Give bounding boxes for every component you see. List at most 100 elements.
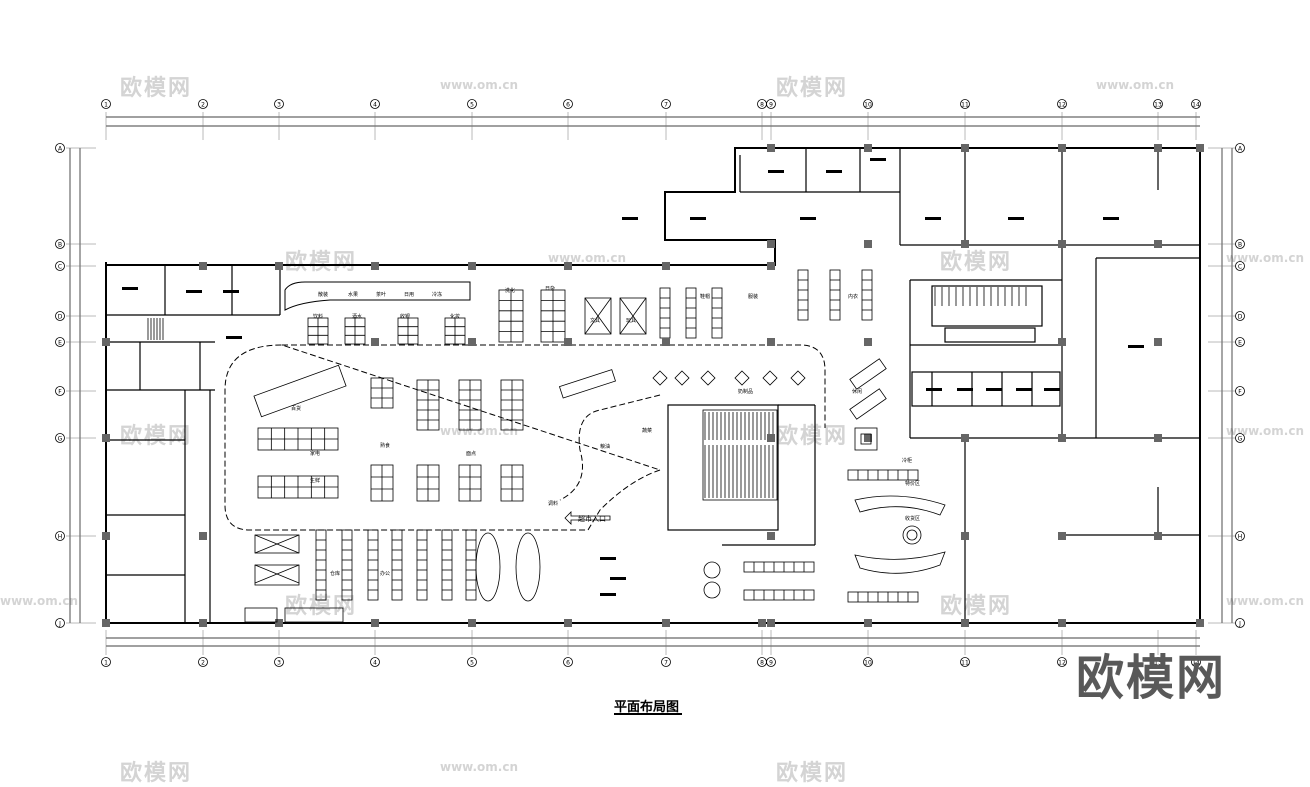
row-axis-bubble-G: G [1235,433,1245,443]
row-axis-lines [66,147,1236,624]
structural-column [767,338,775,346]
structural-column [1154,240,1162,248]
equipment-block [1008,217,1024,220]
svg-text:G: G [58,436,63,443]
room-label: 服装 [748,293,758,300]
column-axis-lines [105,112,1197,655]
column-axis-bubble-12: 12 [1057,99,1067,109]
title-underline [614,713,682,715]
structural-column [199,262,207,270]
interior-walls [106,148,1200,623]
row-axis-bubble-A: A [55,143,65,153]
svg-text:H: H [1238,534,1243,541]
structural-column [1058,434,1066,442]
equipment-block [1103,217,1119,220]
dimension-lines [69,116,1233,647]
display-diamond [700,370,716,386]
structural-column [864,434,872,442]
column-axis-bubble-13: 13 [1153,99,1163,109]
column-axis-bubble-10: 10 [863,657,873,667]
column-axis-bubble-9: 9 [766,99,776,109]
column-axis-bubble-8: 8 [757,657,767,667]
room-label: 蔬菜 [642,427,652,434]
room-label: 日杂 [545,286,555,292]
brand-mark: 欧模网 [1076,650,1227,706]
shelf-rack [397,317,419,345]
room-label: 调料 [548,500,558,507]
equipment-block [986,388,1002,391]
structural-column [767,619,775,627]
structural-column [371,338,379,346]
column-axis-bubble-6: 6 [563,99,573,109]
shelf-rack [659,287,671,339]
structural-column [1058,532,1066,540]
shelf-rack [370,464,394,502]
structural-column [102,338,110,346]
svg-text:9: 9 [769,102,773,109]
svg-text:2: 2 [201,102,205,109]
shelf-rack [540,289,566,343]
equipment-block [600,593,616,596]
shelf-rack [441,529,453,601]
shelf-rack [743,561,815,573]
structural-column [564,619,572,627]
svg-text:13: 13 [1154,102,1162,109]
shelf-rack [847,469,919,481]
shelf-rack [341,529,353,601]
room-label: 特价区 [905,480,920,487]
shelf-rack [367,529,379,601]
structural-column [102,619,110,627]
structural-column [864,619,872,627]
svg-text:J: J [1238,621,1241,628]
row-axis-bubble-J: J [55,618,65,628]
row-axis-bubble-C: C [55,261,65,271]
svg-text:3: 3 [277,102,281,109]
equipment-block [1044,388,1060,391]
row-axis-bubble-D: D [1235,311,1245,321]
row-axis-bubble-A: A [1235,143,1245,153]
room-label: 面点 [466,451,476,457]
room-label: 奶制品 [738,388,753,395]
structural-column [864,338,872,346]
structural-column [102,532,110,540]
equipment-blocks [122,158,1144,596]
structural-column [1154,144,1162,152]
shelf-rack [458,379,482,431]
room-label: 收货区 [905,515,920,522]
row-axis-bubble-C: C [1235,261,1245,271]
structural-column [662,619,670,627]
structural-column [864,240,872,248]
svg-text:C: C [58,264,62,271]
room-label: 水果 [348,291,358,298]
shelf-rack [370,377,394,409]
column-axis-bubble-5: 5 [467,99,477,109]
north-counters [284,281,471,311]
structural-column [1058,144,1066,152]
room-label: 仓库 [330,570,340,577]
shelf-rack [416,529,428,601]
shelf-rack [458,464,482,502]
ramp [849,358,887,390]
row-axis-bubble-H: H [55,531,65,541]
room-label: 茶叶 [376,291,386,298]
shelf-rack [465,529,477,601]
shelf-rack [257,475,339,499]
structural-column [371,262,379,270]
room-label: 散装 [318,291,328,298]
structural-column [961,619,969,627]
display-diamond [674,370,690,386]
structural-column [1154,338,1162,346]
svg-text:12: 12 [1058,660,1066,667]
structural-column [1058,338,1066,346]
svg-text:14: 14 [1192,660,1200,667]
structural-column [662,262,670,270]
curved-aisle [559,394,661,501]
column-axis-bubble-9: 9 [766,657,776,667]
svg-text:8: 8 [760,102,764,109]
structural-column [564,338,572,346]
svg-text:1: 1 [104,102,108,109]
room-label: 饮料 [313,313,323,320]
svg-text:2: 2 [201,660,205,667]
sales-floor-boundary [224,344,826,531]
column-axis-bubble-1: 1 [101,99,111,109]
